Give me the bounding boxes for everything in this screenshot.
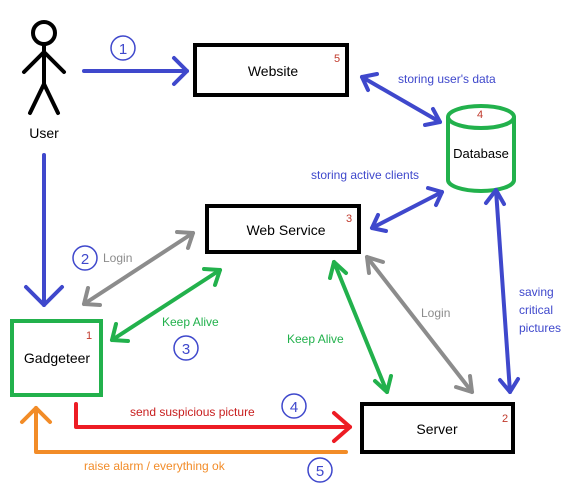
server-label: Server [416, 421, 458, 437]
database-node: Database 4 [446, 104, 516, 193]
server-number: 2 [502, 413, 508, 425]
server-node: Server 2 [360, 402, 515, 454]
web-service-node: Web Service 3 [205, 204, 361, 254]
gadgeteer-number: 1 [86, 330, 92, 342]
arrow-user-to-website [82, 56, 189, 86]
label-saving-critical-pictures-line1: saving [519, 285, 554, 299]
label-saving-critical-pictures-line2: critical [519, 303, 553, 317]
arrow-user-to-gadgeteer [24, 153, 64, 307]
step-3-number: 3 [182, 341, 190, 358]
label-send-suspicious-picture: send suspicious picture [130, 405, 255, 419]
website-number: 5 [334, 53, 340, 65]
arrow-gadgeteer-web-service-keep-alive [110, 267, 222, 343]
gadgeteer-node: Gadgeteer 1 [10, 319, 103, 397]
arrow-web-service-server-login [365, 255, 474, 394]
arrow-server-to-gadgeteer [20, 406, 348, 454]
label-storing-active-clients: storing active clients [311, 168, 419, 182]
label-storing-users-data: storing user's data [398, 72, 496, 86]
step-2-number: 2 [81, 251, 89, 268]
label-keep-alive-server: Keep Alive [287, 332, 344, 346]
website-label: Website [248, 63, 299, 79]
step-5-badge: 5 [307, 457, 333, 483]
step-1-badge: 1 [110, 35, 136, 61]
database-label: Database [453, 146, 509, 161]
arrow-database-web-service [370, 186, 444, 233]
web-service-label: Web Service [246, 222, 325, 238]
step-4-badge: 4 [281, 393, 307, 419]
step-2-badge: 2 [72, 245, 98, 271]
step-3-badge: 3 [173, 335, 199, 361]
arrow-website-database [360, 72, 442, 127]
label-login-server: Login [421, 306, 450, 320]
arrow-web-service-server-keep-alive [328, 260, 393, 394]
arrow-gadgeteer-to-server [74, 402, 352, 443]
web-service-number: 3 [346, 213, 352, 225]
arrow-database-server [484, 188, 520, 394]
step-4-number: 4 [290, 399, 298, 416]
user-label: User [29, 125, 59, 141]
label-login-gadgeteer: Login [103, 251, 132, 265]
step-1-number: 1 [119, 41, 127, 58]
database-number: 4 [477, 109, 483, 121]
step-5-number: 5 [316, 463, 324, 480]
label-keep-alive-gadgeteer: Keep Alive [162, 315, 219, 329]
website-node: Website 5 [193, 43, 349, 97]
arrow-gadgeteer-web-service-login [82, 230, 195, 307]
label-raise-alarm: raise alarm / everything ok [84, 459, 226, 473]
label-saving-critical-pictures-line3: pictures [519, 321, 561, 335]
gadgeteer-label: Gadgeteer [24, 350, 90, 366]
user-stick-figure-icon [22, 20, 66, 115]
